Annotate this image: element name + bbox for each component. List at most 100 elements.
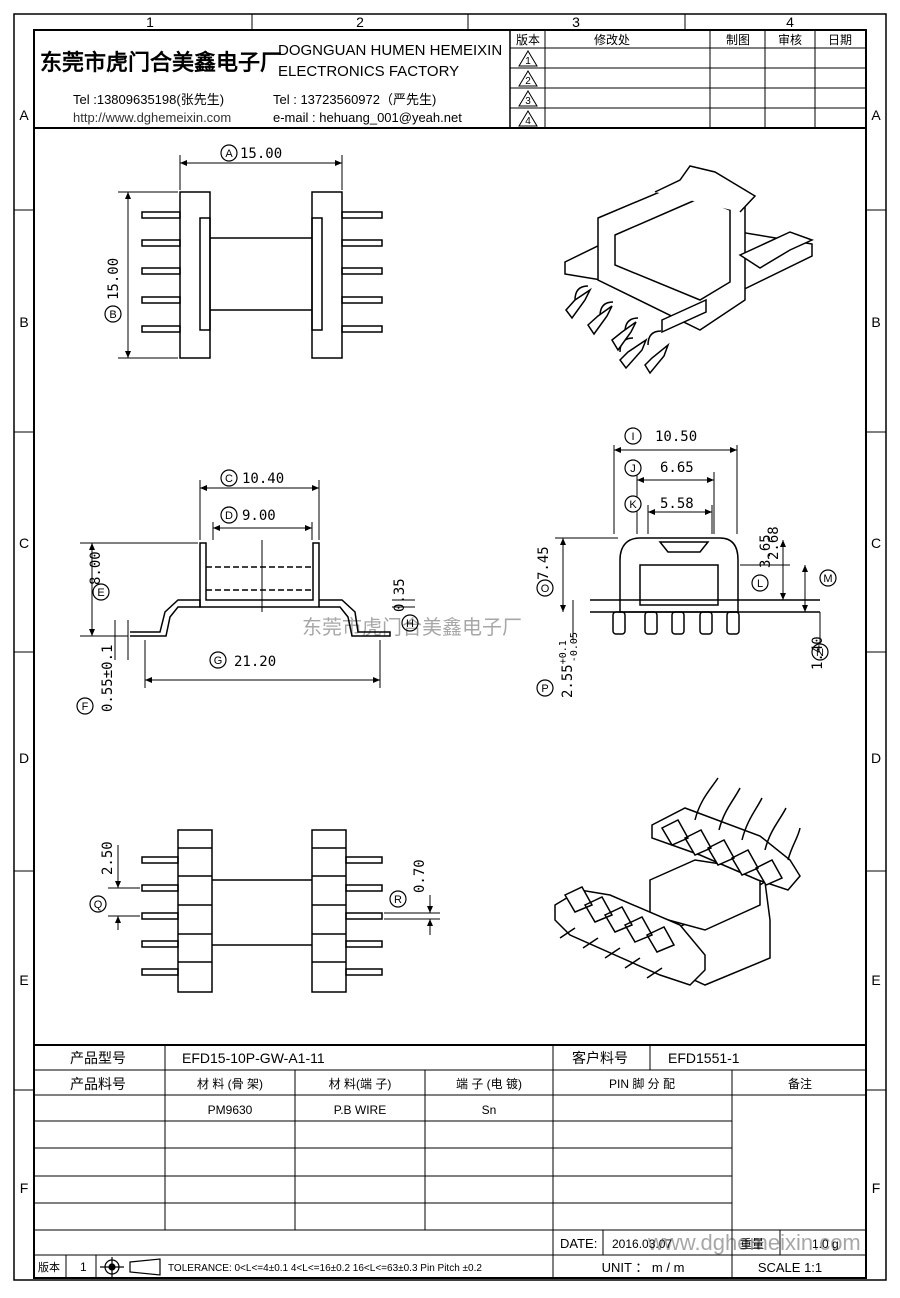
watermark: 东莞市虎门合美鑫电子厂 www.dghemeixin.com [302,616,861,1255]
weight-label: 重量 [740,1237,764,1251]
title-block [34,1044,866,1278]
dim-value: 3.65 [758,534,774,568]
customer-pn-label: 客户料号 [572,1050,628,1066]
date-label: DATE: [560,1236,597,1251]
outer-frame [13,13,887,1281]
dim-letter: L [757,578,763,590]
dim-c-callout: C 10.40 [220,469,284,487]
projection-symbol-icon [100,1257,161,1277]
version-label: 版本 [38,1260,60,1274]
dim-letter-circle [624,427,642,445]
dim-value: 5.58 [660,496,694,512]
rev-header-version: 版本 [516,33,540,47]
col-material-frame: 材 料 (骨 架) [197,1077,263,1091]
dim-k-callout: K 5.58 [624,495,694,513]
dim-letter: B [109,309,116,321]
dim-letter-circle [92,583,110,601]
dim-letter-circle [751,574,769,592]
dim-value: 10.40 [242,471,284,487]
dim-letter: R [394,894,402,906]
dim-value: 2.50 [100,841,116,875]
dim-letter: M [823,573,832,585]
company-email: e-mail : hehuang_001@yeah.net [273,110,462,125]
column-labels: 1 2 3 4 [146,14,794,30]
dim-letter-circle [76,697,94,715]
top-view [141,191,383,359]
dim-letter: N [816,647,824,659]
dim-b [118,191,178,359]
product-pn-label: 产品料号 [70,1076,126,1092]
row-label-e: E [19,972,28,988]
company-website: http://www.dghemeixin.com [73,110,231,125]
dim-letter-circle [536,579,554,597]
dim-letter: H [406,618,414,630]
col-remark: 备注 [788,1076,812,1091]
dim-value: 7.45 [536,546,552,580]
revision-triangle-4: 4 [518,110,538,127]
watermark-url: www.dghemeixin.com [647,1230,861,1255]
dim-e-callout: E8.00 [88,551,110,601]
row-labels-right: A B C D E F [871,107,881,1196]
company-tel-1: Tel :13809635198(张先生) [73,92,224,107]
dim-letter-circle [209,651,227,669]
company-header: 东莞市虎门合美鑫电子厂 DOGNGUAN HUMEN HEMEIXIN ELEC… [40,42,502,125]
dim-letter: D [225,510,233,522]
revision-table-headers: 版本 修改处 制图 审核 日期 [516,32,852,47]
dim-letter: C [225,473,233,485]
dim-i-j-k-l-m-n-o-p [555,445,821,650]
dim-a [179,155,343,190]
dim-value: 6.65 [660,460,694,476]
dim-l-callout: L 3.65 [751,534,774,592]
company-tel-2: Tel : 13723560972（严先生) [273,92,436,107]
col-label-2: 2 [356,14,364,30]
svg-text:4: 4 [525,116,531,127]
svg-text:3: 3 [525,96,531,107]
dim-letter-circle [389,890,407,908]
dim-letter: I [631,431,634,443]
row-label-d: D [19,750,29,766]
dim-value: 2.55+0.1-0.05 [558,632,580,698]
revision-triangle-2: 2 [518,70,538,87]
col-label-1: 1 [146,14,154,30]
dim-n-callout: N1.40 [810,636,829,670]
col-pin-assign: PIN 脚 分 配 [609,1076,675,1091]
dim-letter-circle [220,469,238,487]
dim-r-callout: R0.70 [389,859,428,908]
dim-letter: J [630,463,636,475]
dim-letter: O [541,583,550,595]
dim-value: 2.68 [766,526,782,560]
column-ruler [14,14,886,1091]
row-label-c: C [19,535,29,551]
isometric-view-bottom [554,777,801,986]
dim-letter: Q [94,899,103,911]
row-label-e-right: E [871,972,880,988]
tolerance-text: TOLERANCE: 0<L<=4±0.1 4<L<=16±0.2 16<L<=… [168,1263,482,1274]
dim-j-callout: J 6.65 [624,459,694,477]
revision-table [510,30,866,128]
dim-letter-circle [401,614,419,632]
material-frame: PM9630 [208,1103,253,1117]
svg-text:2: 2 [525,76,531,87]
front-view [130,540,391,637]
unit-text: UNIT ： m / m [602,1260,685,1275]
revision-triangle-1: 1 [518,50,538,67]
row-labels-left: A B C D E F [19,107,29,1196]
dim-letter: P [541,683,548,695]
col-label-4: 4 [786,14,794,30]
dim-letter: K [629,499,637,511]
product-model: EFD15-10P-GW-A1-11 [182,1050,325,1066]
dim-letter-circle [819,569,837,587]
dim-letter-circle [220,144,238,162]
material-pin: P.B WIRE [334,1103,386,1117]
revision-triangles: 1 2 3 4 [518,50,538,127]
rev-header-checked: 审核 [778,32,802,47]
row-label-f-right: F [872,1180,881,1196]
dim-letter: F [82,701,89,713]
watermark-text: 东莞市虎门合美鑫电子厂 [302,616,522,639]
row-label-a: A [19,107,29,123]
dim-value: 0.35 [392,578,408,612]
